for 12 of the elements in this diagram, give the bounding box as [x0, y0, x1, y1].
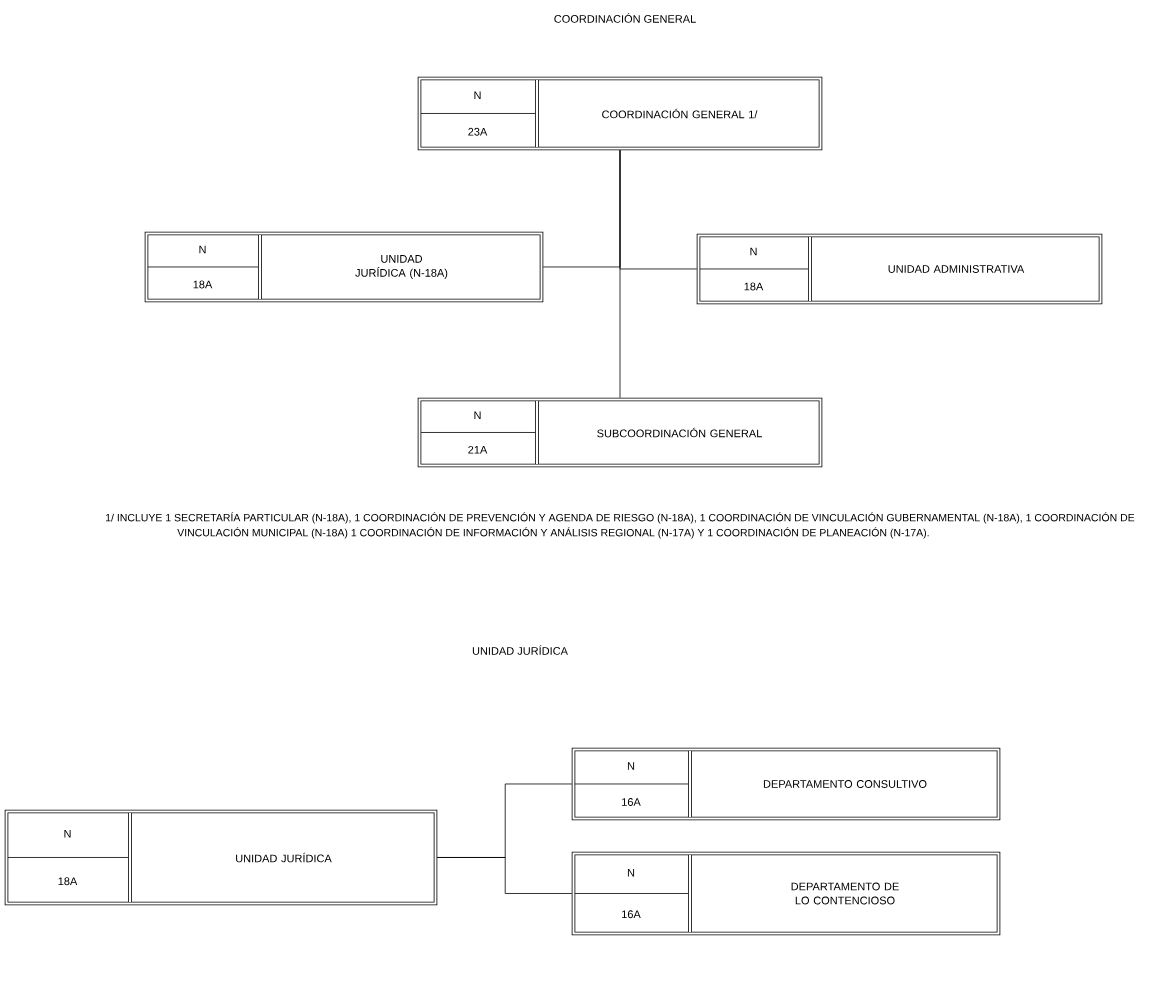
section-heading: COORDINACIÓN GENERAL — [554, 13, 696, 23]
section-heading: UNIDAD JURÍDICA — [472, 645, 568, 655]
org-box: N 23A COORDINACIÓN GENERAL 1/ — [417, 76, 823, 151]
connector-line — [619, 149, 621, 399]
org-box: N 18A UNIDAD JURÍDICA — [4, 809, 438, 906]
connector-line — [436, 857, 573, 894]
org-box: N 18A UNIDAD JURÍDICA (N-18A) — [144, 231, 544, 303]
footnote: 1/ INCLUYE 1 SECRETARÍA PARTICULAR (N-18A), 1 COORDINACIÓN DE PREVENCIÓN Y AGENDA DE RIESGO (N-18A), 1 COORDINACIÓN DE VINCULACIÓN GUBERNAMENTAL (N-18A), 1 COORDINACIÓN DE VINCULACIÓN MUNICIPAL (N-18A) 1 COORDINACIÓN DE INFORMACIÓN Y ANÁLISIS REGIONAL (N-17A) Y 1 COORDINACIÓN DE PLANEACIÓN (N-17A). — [106, 512, 1135, 539]
org-box: N 21A SUBCOORDINACIÓN GENERAL — [417, 397, 823, 468]
org-box: N 16A DEPARTAMENTO DE LO CONTENCIOSO — [571, 851, 1001, 936]
org-box: N 16A DEPARTAMENTO CONSULTIVO — [571, 747, 1001, 821]
org-box: N 18A UNIDAD ADMINISTRATIVA — [696, 233, 1103, 305]
